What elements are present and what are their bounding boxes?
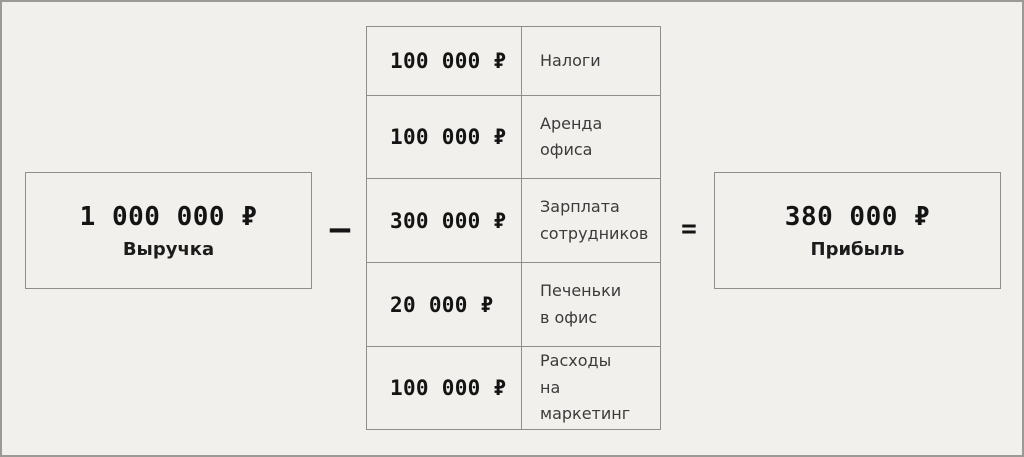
revenue-amount: 1 000 000 ₽: [79, 201, 258, 232]
expense-label: Зарплата сотрудников: [522, 178, 660, 262]
minus-operator: –: [329, 209, 351, 249]
revenue-box: 1 000 000 ₽ Выручка: [25, 172, 312, 289]
expense-label: Налоги: [540, 50, 601, 70]
expense-amount: 100 000 ₽: [367, 346, 522, 429]
expense-amount: 100 000 ₽: [367, 95, 522, 178]
expense-label: Аренда офиса: [522, 95, 660, 178]
expense-label: Печеньки в офис: [522, 262, 660, 346]
profit-box: 380 000 ₽ Прибыль: [714, 172, 1001, 289]
profit-amount: 380 000 ₽: [784, 201, 931, 232]
equals-operator: =: [681, 214, 697, 244]
expense-label: Расходы на маркетинг: [522, 346, 660, 429]
expenses-table: 100 000 ₽ Налоги 100 000 ₽ Аренда офиса …: [366, 26, 661, 430]
expense-amount: 300 000 ₽: [367, 178, 522, 262]
expense-amount: 20 000 ₽: [367, 262, 522, 346]
revenue-label: Выручка: [122, 238, 215, 260]
profit-label: Прибыль: [810, 238, 905, 260]
expense-amount: 100 000 ₽: [367, 27, 522, 95]
